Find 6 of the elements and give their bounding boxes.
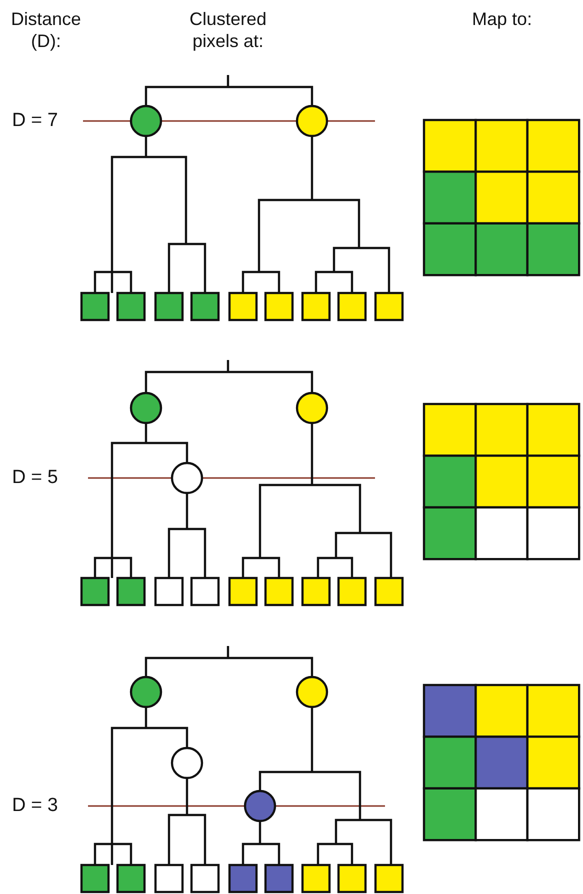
column-heading: Map to: <box>470 8 534 30</box>
column-heading: Distance (D): <box>10 8 82 52</box>
column-heading: Clustered pixels at: <box>188 8 268 52</box>
distance-label: D = 7 <box>12 110 58 132</box>
distance-label: D = 3 <box>12 795 58 817</box>
distance-label: D = 5 <box>12 467 58 489</box>
